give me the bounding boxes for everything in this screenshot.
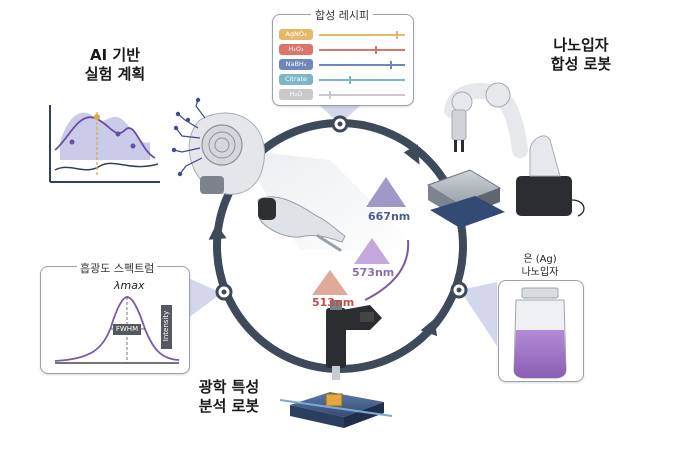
label-synthesis-line1: 나노입자	[553, 36, 609, 54]
label-ai-plan: AI 기반 실험 계획	[60, 46, 170, 84]
label-optical-line1: 광학 특성	[198, 378, 260, 396]
recipe-title: 합성 레시피	[311, 7, 374, 23]
well-plate	[426, 169, 505, 228]
node-right	[450, 281, 468, 299]
recipe-slider-knob	[396, 31, 399, 39]
recipe-slider-track	[319, 49, 405, 51]
wavelength-573: 573nm	[352, 266, 395, 279]
label-ag-line2: 나노입자	[521, 266, 559, 278]
recipe-slider-track	[319, 94, 405, 96]
recipe-slider-knob	[329, 91, 332, 99]
triangle-667	[366, 177, 406, 207]
spectrum-plot	[54, 296, 180, 364]
label-optical-line2: 분석 로봇	[198, 396, 260, 415]
spectrum-panel: 흡광도 스펙트럼 λmax FWHM Intensity	[40, 260, 190, 374]
label-ag-line1: 은 (Ag)	[523, 254, 557, 265]
ai-robot-head	[171, 97, 265, 195]
intensity-label: Intensity	[162, 310, 170, 342]
synthesis-robot-arm	[444, 82, 585, 217]
spectrum-title: 흡광도 스펙트럼	[77, 260, 158, 276]
recipe-callout	[318, 104, 362, 124]
recipe-slider-knob	[374, 46, 377, 54]
wavelength-arc	[364, 239, 410, 301]
intensity-badge	[161, 305, 172, 349]
recipe-slider-track	[319, 64, 405, 66]
ai-planning-graph	[49, 105, 160, 183]
cycle-arrow-top-right	[403, 144, 420, 165]
label-synthesis-robot: 나노입자 합성 로봇	[526, 36, 636, 74]
label-ai-plan-line1: AI 기반	[89, 46, 140, 64]
recipe-chip: Citrate	[279, 74, 313, 85]
cycle-arrow-bottom-right	[420, 318, 438, 337]
recipe-slider-track	[319, 34, 405, 36]
label-ai-plan-line2: 실험 계획	[84, 64, 146, 83]
ag-jar-panel	[498, 280, 584, 382]
fwhm-label: FWHM	[115, 325, 139, 333]
recipe-chip: H₂O	[279, 89, 313, 100]
label-ag-nanoparticle: 은 (Ag) 나노입자	[500, 254, 580, 279]
node-left	[215, 283, 233, 301]
wavelength-513: 513nm	[312, 296, 355, 309]
optical-analysis-robot	[279, 300, 393, 428]
triangle-513	[312, 270, 348, 295]
recipe-slider-track	[319, 79, 405, 81]
node-top	[331, 115, 349, 133]
recipe-chip: NaBH₄	[279, 59, 313, 70]
recipe-slider-knob	[349, 76, 352, 84]
label-optical-robot: 광학 특성 분석 로봇	[174, 378, 284, 416]
jar-callout	[460, 282, 497, 346]
recipe-chip: AgNO₃	[279, 29, 313, 40]
lambda-max-label: λmax	[114, 279, 144, 292]
fwhm-badge	[113, 324, 141, 335]
triangle-573	[354, 238, 390, 264]
ag-jar	[513, 287, 567, 379]
wavelength-667: 667nm	[368, 210, 411, 223]
robot-hand	[257, 196, 346, 252]
recipe-chip: H₂O₂	[279, 44, 313, 55]
spectrum-callout	[188, 278, 222, 318]
lambda-max-text: λmax	[114, 279, 145, 292]
label-synthesis-line2: 합성 로봇	[550, 54, 612, 73]
cycle-arrow-left	[208, 224, 227, 240]
recipe-slider-knob	[389, 61, 392, 69]
